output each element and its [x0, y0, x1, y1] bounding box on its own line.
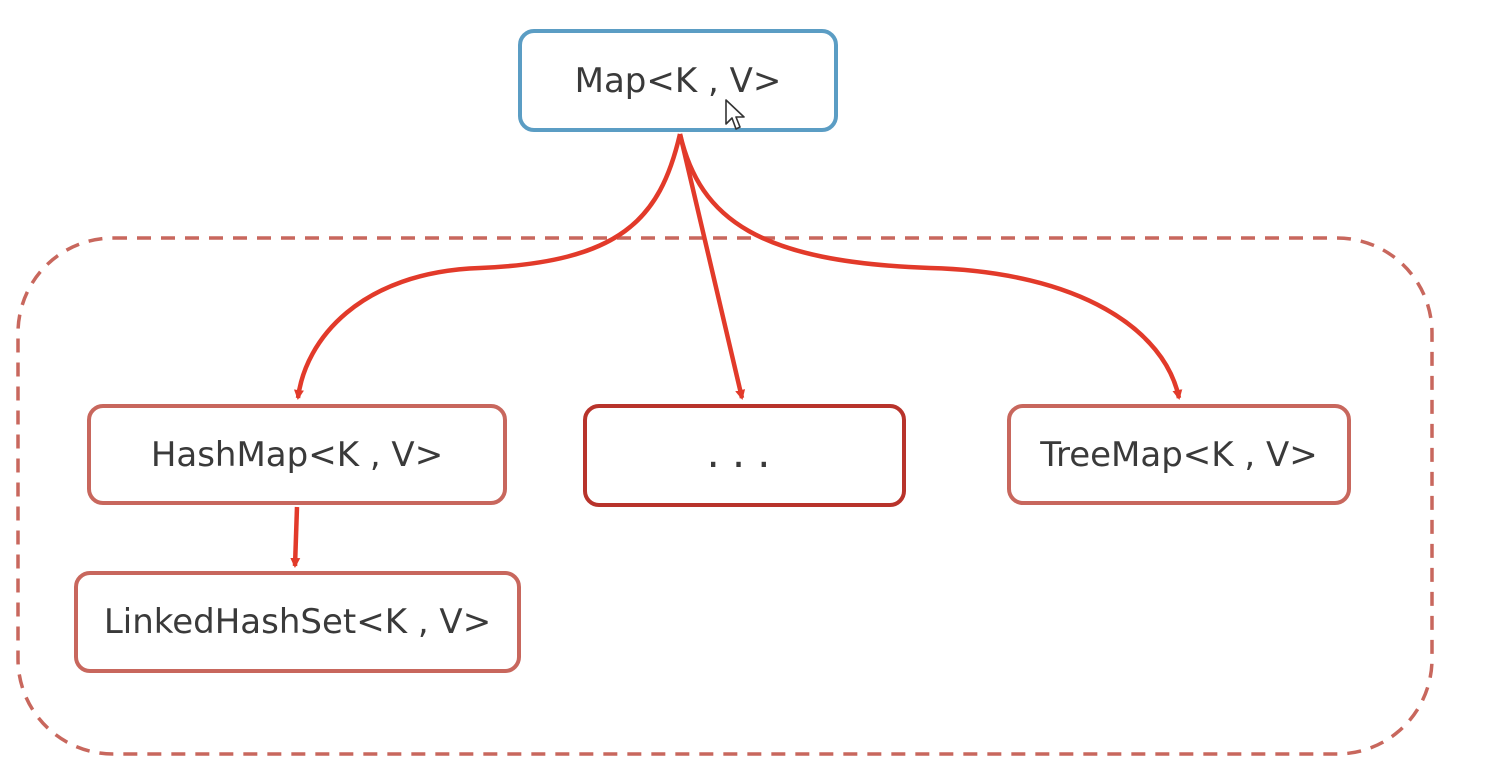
arrow-map-to-ellipsis — [677, 133, 746, 400]
arrow-hashmap-to-linked — [290, 506, 301, 568]
implementation-group-boundary — [16, 236, 1434, 756]
arrow-map-to-treemap — [677, 133, 1183, 400]
hashmap-node: HashMap<K , V> — [87, 404, 507, 505]
ellipsis-node-label: ... — [706, 428, 783, 477]
linkedhashset-node: LinkedHashSet<K , V> — [74, 571, 521, 673]
ellipsis-node: ... — [583, 404, 906, 507]
map-node: Map<K , V> — [518, 29, 838, 132]
arrow-map-to-hashmap — [294, 133, 683, 400]
linkedhashset-node-label: LinkedHashSet<K , V> — [103, 602, 492, 642]
hashmap-node-label: HashMap<K , V> — [150, 434, 444, 475]
treemap-node: TreeMap<K , V> — [1007, 404, 1351, 505]
map-node-label: Map<K , V> — [574, 60, 782, 101]
treemap-node-label: TreeMap<K , V> — [1040, 434, 1318, 475]
mouse-pointer-icon — [725, 99, 745, 130]
